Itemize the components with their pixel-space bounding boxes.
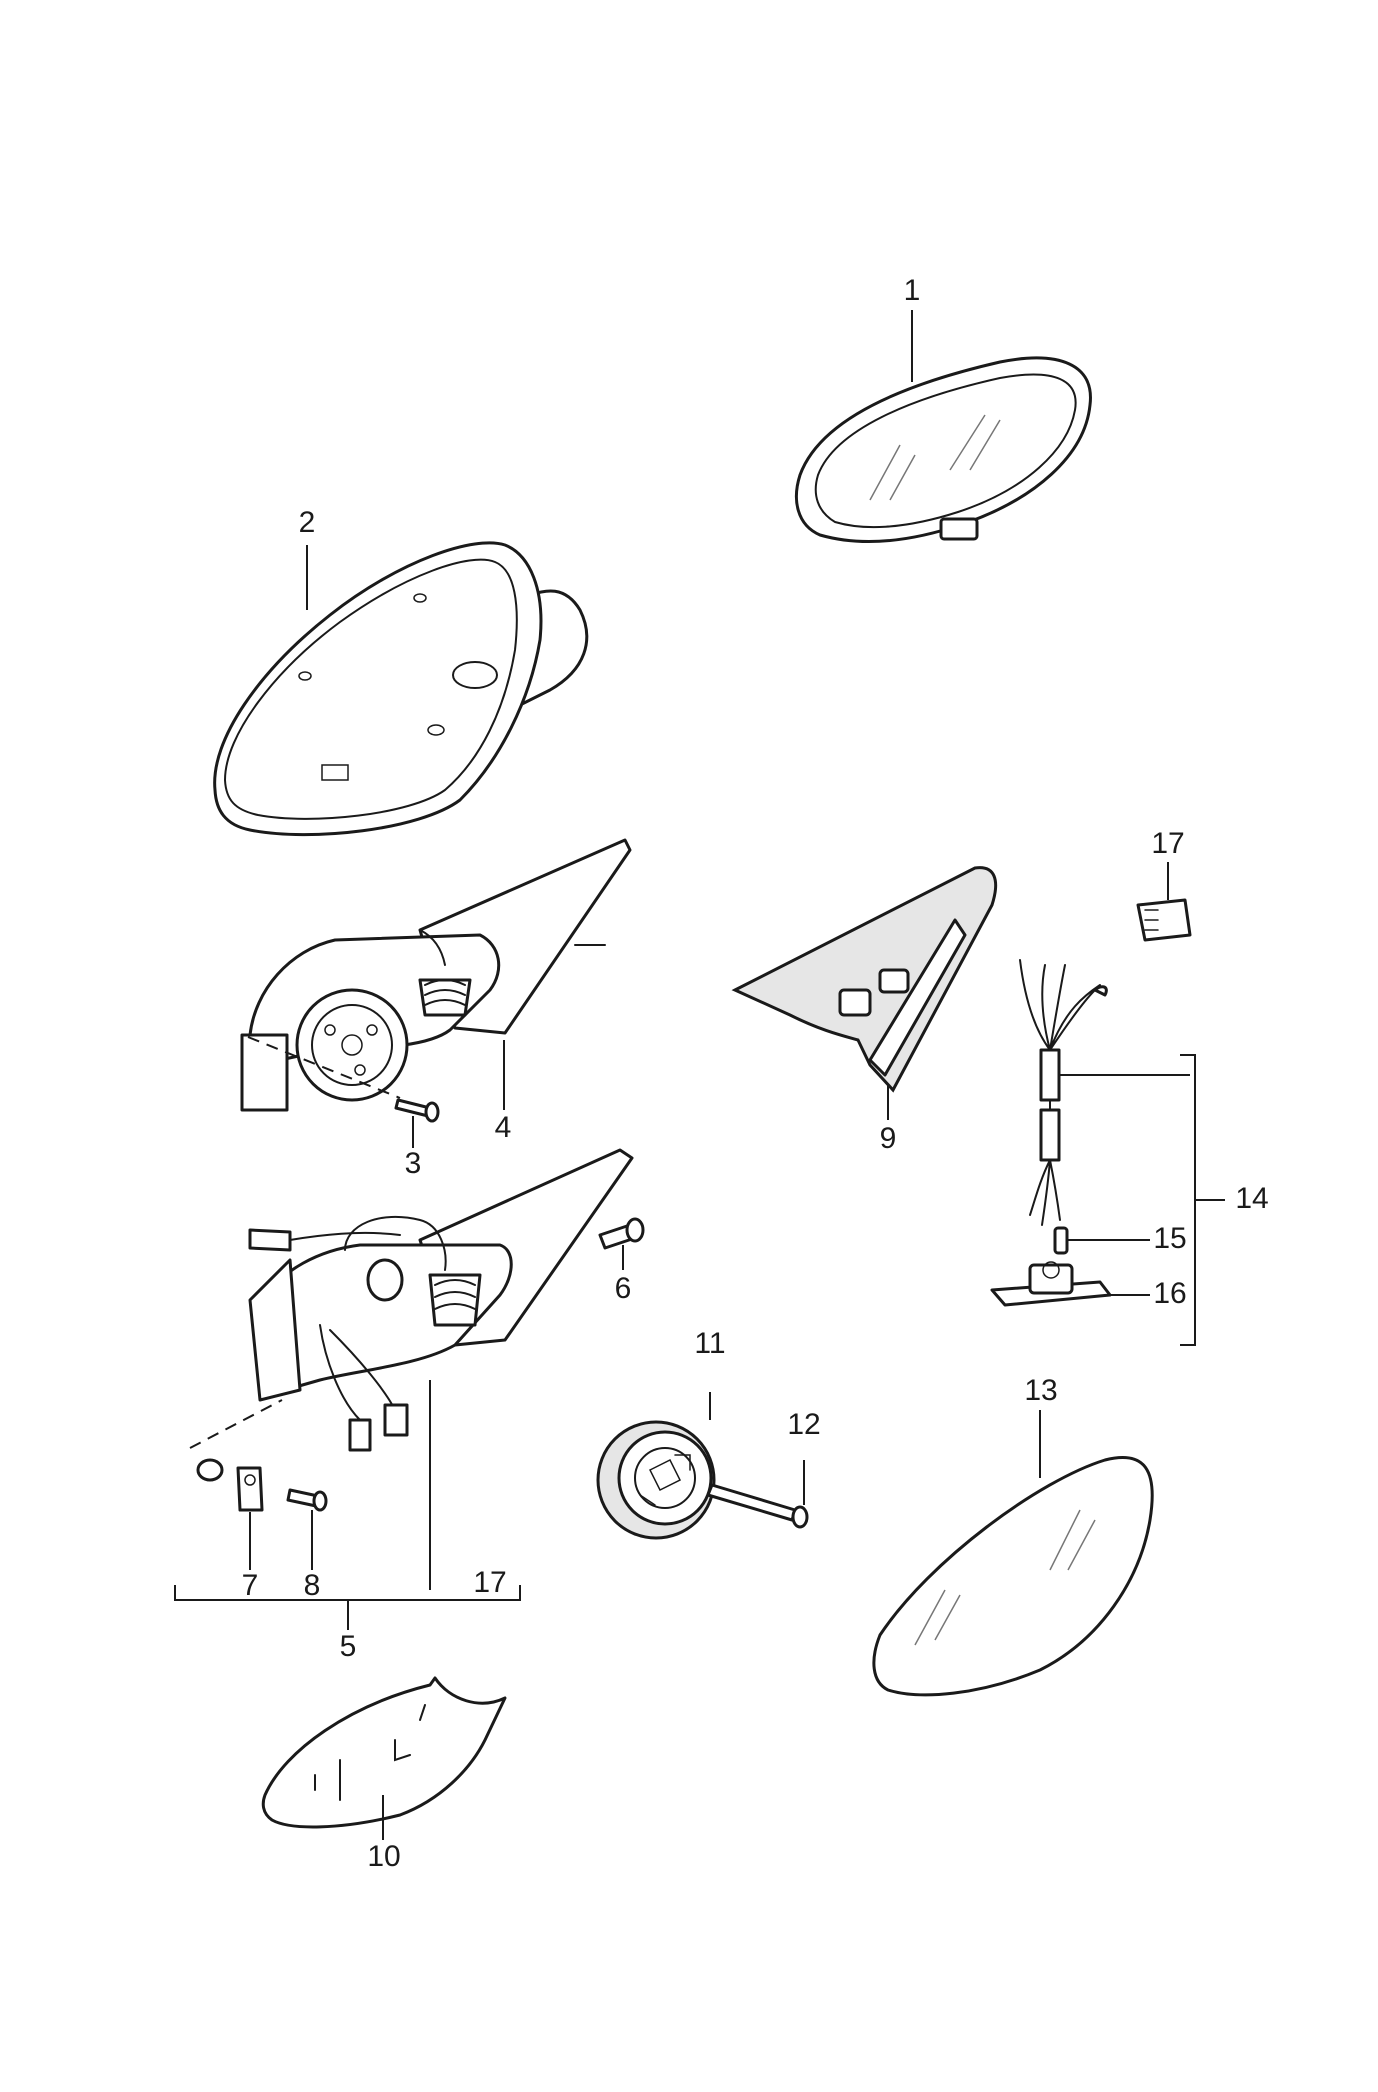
callout-1: 1 [904, 274, 921, 307]
part-10-lower-cover [261, 1676, 507, 1840]
callout-14: 14 [1235, 1182, 1268, 1215]
part-6-bolt [598, 1217, 645, 1270]
callout-9: 9 [880, 1122, 897, 1155]
callout-3: 3 [405, 1147, 422, 1180]
part-1-mirror-glass [795, 310, 1092, 544]
part-17-plug [1136, 862, 1192, 942]
part-5-base-assembly [174, 1148, 634, 1630]
part-3-screw [394, 1098, 440, 1148]
callout-17-connector: 17 [1151, 827, 1184, 860]
callout-11: 11 [694, 1327, 725, 1360]
part-2-mirror-housing [213, 541, 589, 837]
callout-2: 2 [299, 506, 316, 539]
callout-12: 12 [787, 1408, 820, 1441]
part-15-pin [1053, 1226, 1150, 1255]
callout-7: 7 [242, 1569, 259, 1602]
part-13-replacement-glass [872, 1410, 1154, 1697]
callout-4: 4 [495, 1111, 512, 1144]
callout-17-assembly: 17 [473, 1566, 506, 1599]
callout-5: 5 [340, 1630, 357, 1663]
callout-15: 15 [1153, 1222, 1186, 1255]
part-8-screw [286, 1488, 328, 1570]
part-11-drive-motor [596, 1392, 716, 1540]
callout-10: 10 [367, 1840, 400, 1873]
part-9-triangle-trim [731, 866, 998, 1120]
part-16-bracket [990, 1261, 1150, 1307]
part-7-clip [196, 1458, 264, 1570]
callout-8: 8 [304, 1569, 321, 1602]
part-14-wiring-harness [1019, 959, 1225, 1346]
callout-13: 13 [1024, 1374, 1057, 1407]
callout-16: 16 [1153, 1277, 1186, 1310]
part-4-mirror-base [240, 838, 632, 1112]
callout-6: 6 [615, 1272, 632, 1305]
part-12-long-screw [706, 1460, 809, 1529]
